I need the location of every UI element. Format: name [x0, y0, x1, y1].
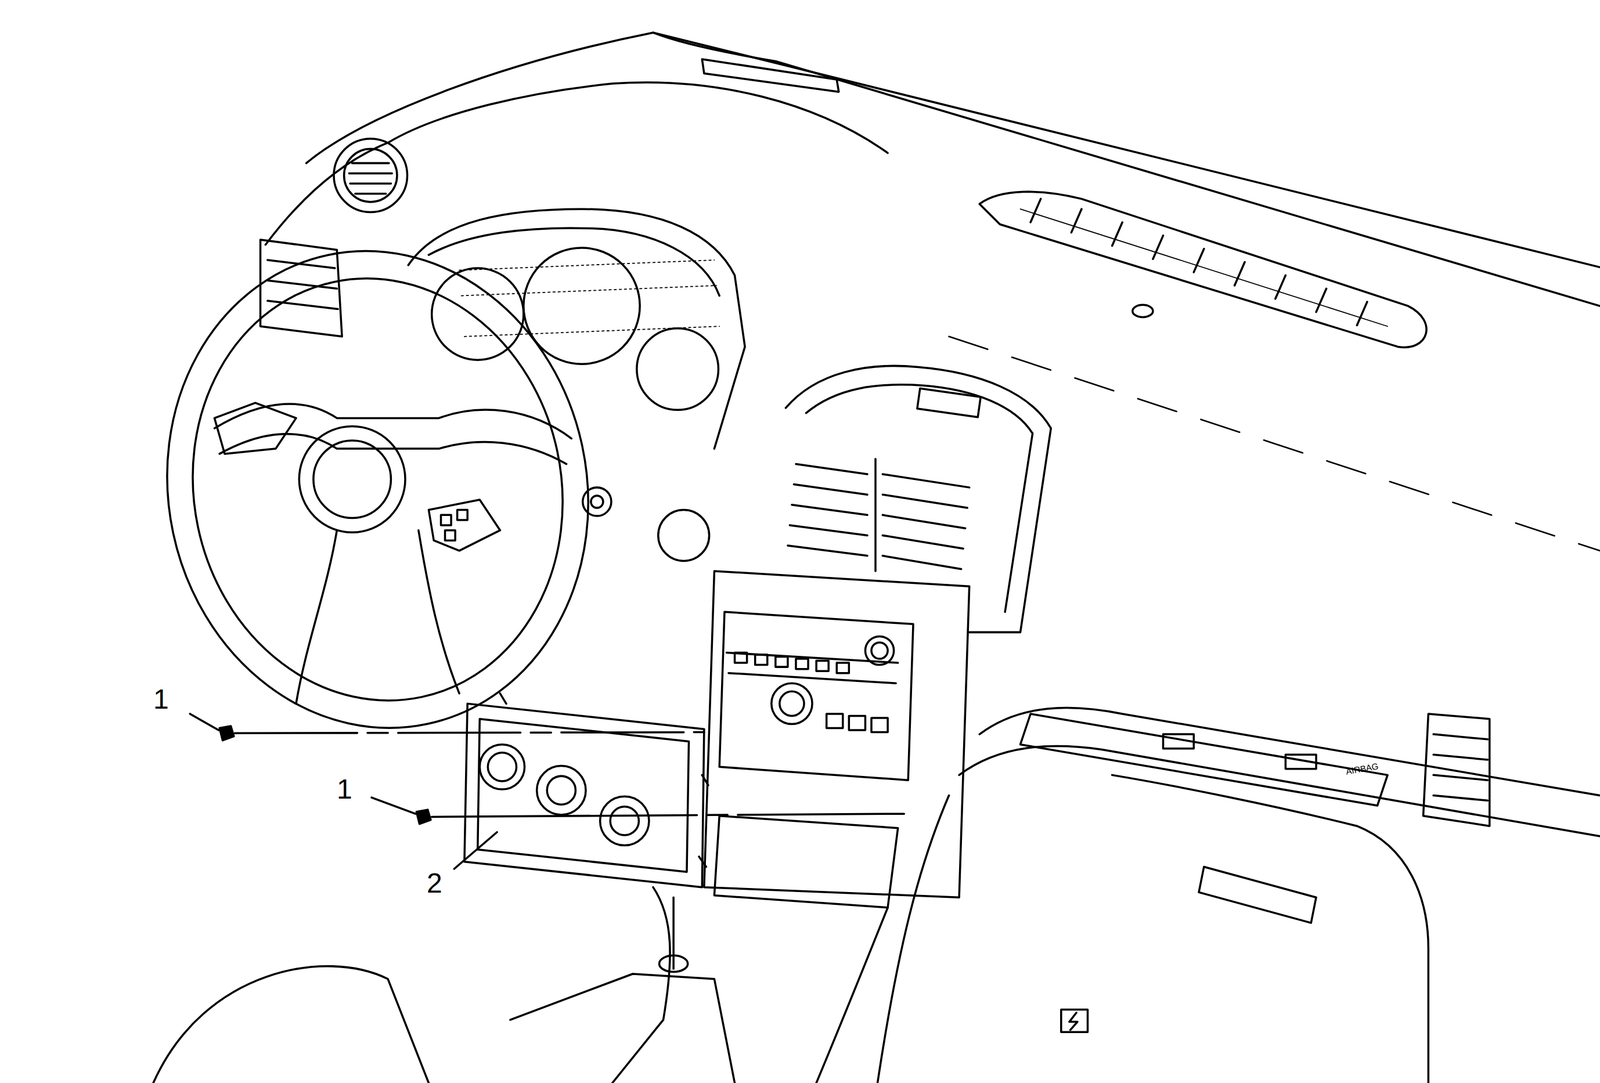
callout-number: 1 — [336, 775, 353, 804]
callout-number: 2 — [426, 869, 443, 898]
callout-number: 1 — [153, 685, 169, 714]
